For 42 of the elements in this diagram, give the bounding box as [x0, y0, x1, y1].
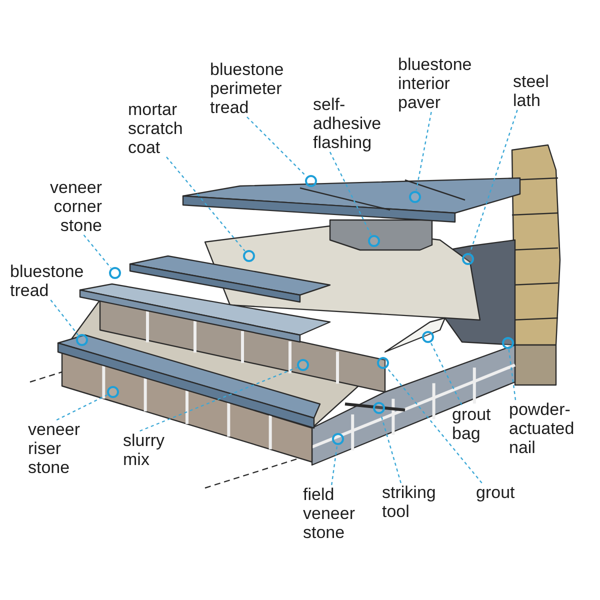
callout-marker [502, 336, 514, 348]
callout-marker [332, 432, 344, 444]
callout-marker [296, 358, 308, 370]
part-label: striking tool [382, 483, 436, 521]
leader-line [380, 414, 402, 484]
callout-marker [372, 402, 384, 414]
callout-marker [106, 386, 118, 398]
part-label: steel lath [513, 72, 549, 110]
callout-marker [462, 252, 474, 264]
part-label: grout bag [452, 405, 491, 443]
leader-line [386, 368, 482, 484]
leader-line [83, 234, 112, 268]
callout-marker [408, 190, 420, 202]
callout-marker [422, 330, 434, 342]
part-label: veneer corner stone [50, 178, 102, 235]
part-label: grout [476, 483, 515, 502]
leader-line [329, 152, 372, 236]
leader-line [140, 366, 298, 432]
callout-marker [368, 234, 380, 246]
part-label: veneer riser stone [28, 420, 80, 477]
leader-line [469, 110, 518, 254]
callout-marker [108, 266, 120, 278]
part-label: slurry mix [123, 431, 165, 469]
part-label: powder-actuated nail [509, 400, 574, 457]
part-label: bluestone tread [10, 262, 84, 300]
part-label: mortar scratch coat [128, 100, 183, 157]
leader-line [246, 116, 307, 177]
leader-line [416, 112, 432, 191]
part-label: bluestone perimeter tread [210, 60, 284, 117]
callout-marker [242, 250, 254, 262]
leader-line [508, 349, 516, 400]
leader-line [56, 394, 108, 421]
part-label: self-adhesive flashing [313, 95, 382, 152]
leader-line [430, 342, 462, 406]
callout-marker [304, 174, 316, 186]
part-label: bluestone interior paver [398, 55, 472, 112]
part-label: field veneer stone [303, 485, 355, 542]
leader-line [166, 156, 246, 252]
callout-marker [376, 356, 388, 368]
callout-marker [76, 334, 88, 346]
leader-line [50, 300, 78, 336]
leader-line [331, 445, 338, 486]
